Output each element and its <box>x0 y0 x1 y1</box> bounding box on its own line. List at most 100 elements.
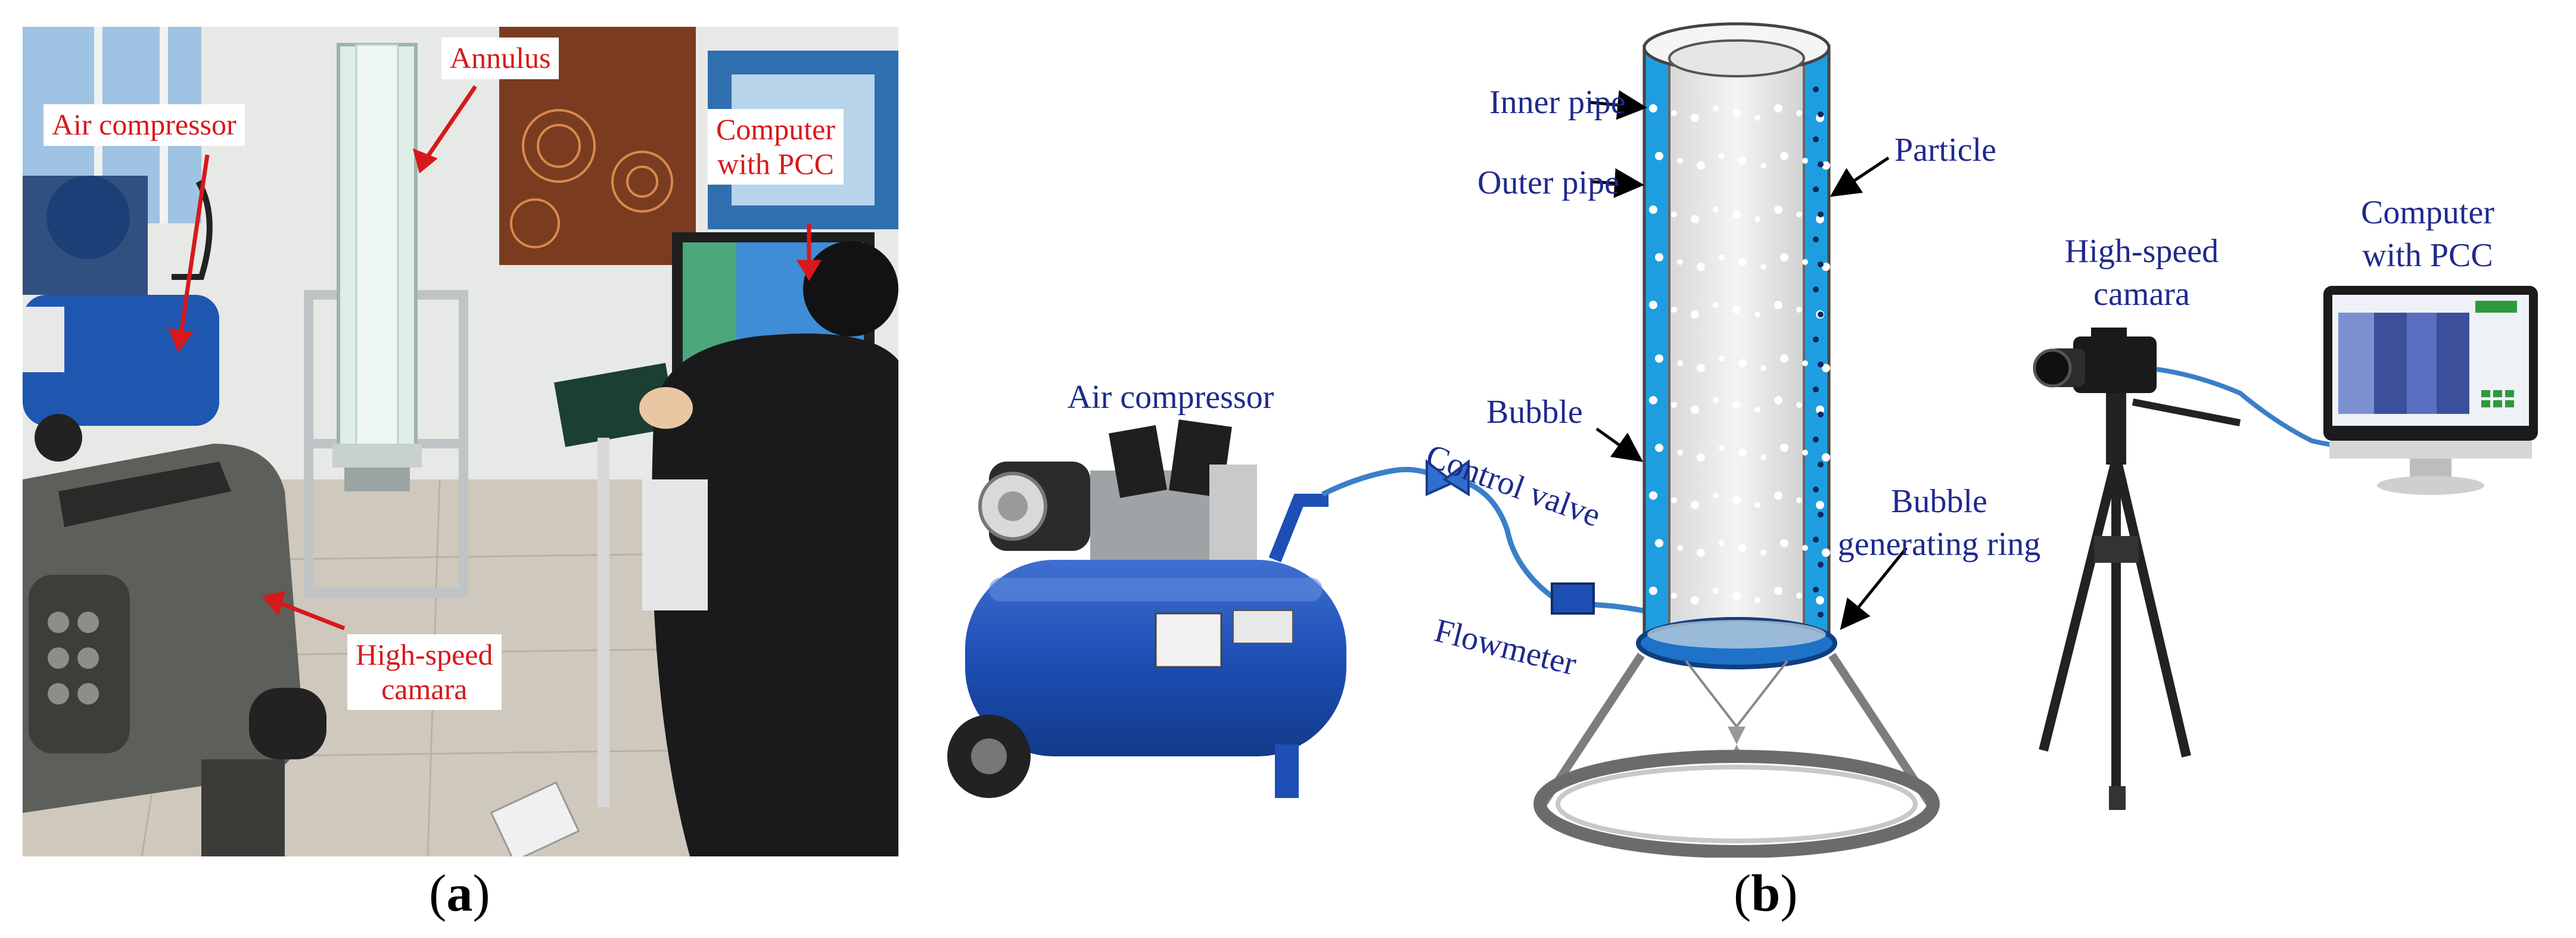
bubble-dot <box>1796 497 1802 503</box>
label-control-valve: Control valve <box>1421 437 1606 534</box>
label-bubble-ring-line2: generating ring <box>1838 526 2041 563</box>
label-computer-line1: Computer <box>716 113 835 146</box>
schematic-panel: Inner pipe Outer pipe Particle Bubble Bu… <box>941 12 2562 858</box>
bubble-dot <box>1732 210 1741 219</box>
label-computer-line2: with PCC <box>717 147 834 180</box>
bubble-dot <box>1732 306 1741 314</box>
particle-dot <box>1813 437 1819 442</box>
photo-panel: Annulus Air compressor Computer with PCC… <box>23 27 898 856</box>
bubble-dot <box>1732 496 1741 504</box>
bubble-dot <box>1655 253 1663 261</box>
bubble-dot <box>1774 491 1782 500</box>
particle-dot <box>1813 336 1819 342</box>
particle-dot <box>1818 362 1824 367</box>
particle-dot <box>1818 562 1824 568</box>
particle-dot <box>1818 512 1824 518</box>
bubble-dot <box>1691 114 1699 122</box>
bubble-dot <box>1802 450 1808 456</box>
bubbles <box>1649 104 1830 604</box>
hose-1 <box>1321 466 1431 497</box>
bubble-dot <box>1677 450 1683 456</box>
bubble-dot <box>1738 157 1747 165</box>
bubble-dot <box>1822 263 1830 271</box>
bubble-dot <box>1677 360 1683 366</box>
hose-2 <box>1464 479 1563 604</box>
bubble-dot <box>1655 444 1663 452</box>
bubble-dot <box>1754 216 1760 222</box>
particle-dot <box>1818 612 1824 618</box>
bubble-dot <box>1796 307 1802 313</box>
bubble-dot <box>1774 104 1782 113</box>
bubble-dot <box>1780 539 1788 547</box>
annulus-column <box>332 43 422 491</box>
bubble-dot <box>1649 301 1657 309</box>
label-arrows <box>1590 90 1908 630</box>
bubble-dot <box>1713 207 1719 213</box>
bubble-dot <box>1732 109 1741 117</box>
particle-dot <box>1813 487 1819 493</box>
bubble-dot <box>1738 448 1747 457</box>
flowmeter-device <box>1551 582 1595 615</box>
particle-dot <box>1813 136 1819 142</box>
schematic-labels: Inner pipe Outer pipe Particle Bubble Bu… <box>1068 84 2495 683</box>
particle-dot <box>1818 311 1824 317</box>
bubble-dot <box>1796 110 1802 116</box>
bubble-dot <box>1774 396 1782 404</box>
bubble-dot <box>1774 205 1782 214</box>
bubble-dot <box>1719 153 1725 159</box>
bubble-dot <box>1802 360 1808 366</box>
particle-dot <box>1813 587 1819 593</box>
bubble-dot <box>1760 163 1766 169</box>
particle-dot <box>1818 412 1824 417</box>
label-bubble-ring-line1: Bubble <box>1891 483 1987 520</box>
air-compressor-photo <box>23 176 219 462</box>
label-computer-line1: Computer <box>2361 194 2494 231</box>
bubble-dot <box>1732 401 1741 409</box>
bubble-dot <box>1713 588 1719 594</box>
bubble-dot <box>1760 550 1766 556</box>
bubble-dot <box>1802 545 1808 551</box>
bubble-dot <box>1754 502 1760 508</box>
label-flowmeter: Flowmeter <box>1431 612 1581 683</box>
bubble-dot <box>1655 539 1663 547</box>
bubble-dot <box>1760 264 1766 270</box>
label-camera-line2: camara <box>2093 276 2190 313</box>
schematic-diagram <box>947 22 2538 858</box>
bubble-dot <box>1677 545 1683 551</box>
bubble-dot <box>1774 587 1782 595</box>
bubble-dot <box>1719 356 1725 362</box>
bubble-dot <box>1671 497 1677 503</box>
bubble-dot <box>1719 445 1725 451</box>
bubble-dot <box>1780 354 1788 363</box>
label-computer: Computer with PCC <box>708 109 844 185</box>
bubble-dot <box>1780 253 1788 261</box>
bubble-dot <box>1649 491 1657 500</box>
bubble-dot <box>1655 152 1663 160</box>
particle-dot <box>1813 286 1819 292</box>
particle-dot <box>1813 186 1819 192</box>
bubble-dot <box>1719 540 1725 546</box>
bubble-dot <box>1796 211 1802 217</box>
bubble-dot <box>1760 365 1766 371</box>
particle-dot <box>1813 86 1819 92</box>
bubble-dot <box>1754 115 1760 121</box>
bubble-dot <box>1713 302 1719 308</box>
particle-dot <box>1818 211 1824 217</box>
caption-a-letter: a <box>446 865 473 923</box>
label-annulus: Annulus <box>441 38 559 79</box>
bubble-dot <box>1691 215 1699 223</box>
high-speed-camera-photo <box>23 444 326 856</box>
bubble-dot <box>1754 597 1760 603</box>
bubble-dot <box>1738 359 1747 367</box>
particles <box>1813 86 1824 618</box>
bubble-dot <box>1691 406 1699 414</box>
bubble-dot <box>1671 402 1677 408</box>
bubble-dot <box>1796 593 1802 599</box>
particle-dot <box>1818 462 1824 468</box>
label-camera-line2: camara <box>381 672 468 706</box>
bubble-dot <box>1655 354 1663 363</box>
bubble-dot <box>1713 105 1719 111</box>
label-high-speed-camera: High-speed camara <box>347 634 502 710</box>
bubble-dot <box>1691 501 1699 509</box>
label-camera-line1: High-speed <box>2065 233 2219 270</box>
